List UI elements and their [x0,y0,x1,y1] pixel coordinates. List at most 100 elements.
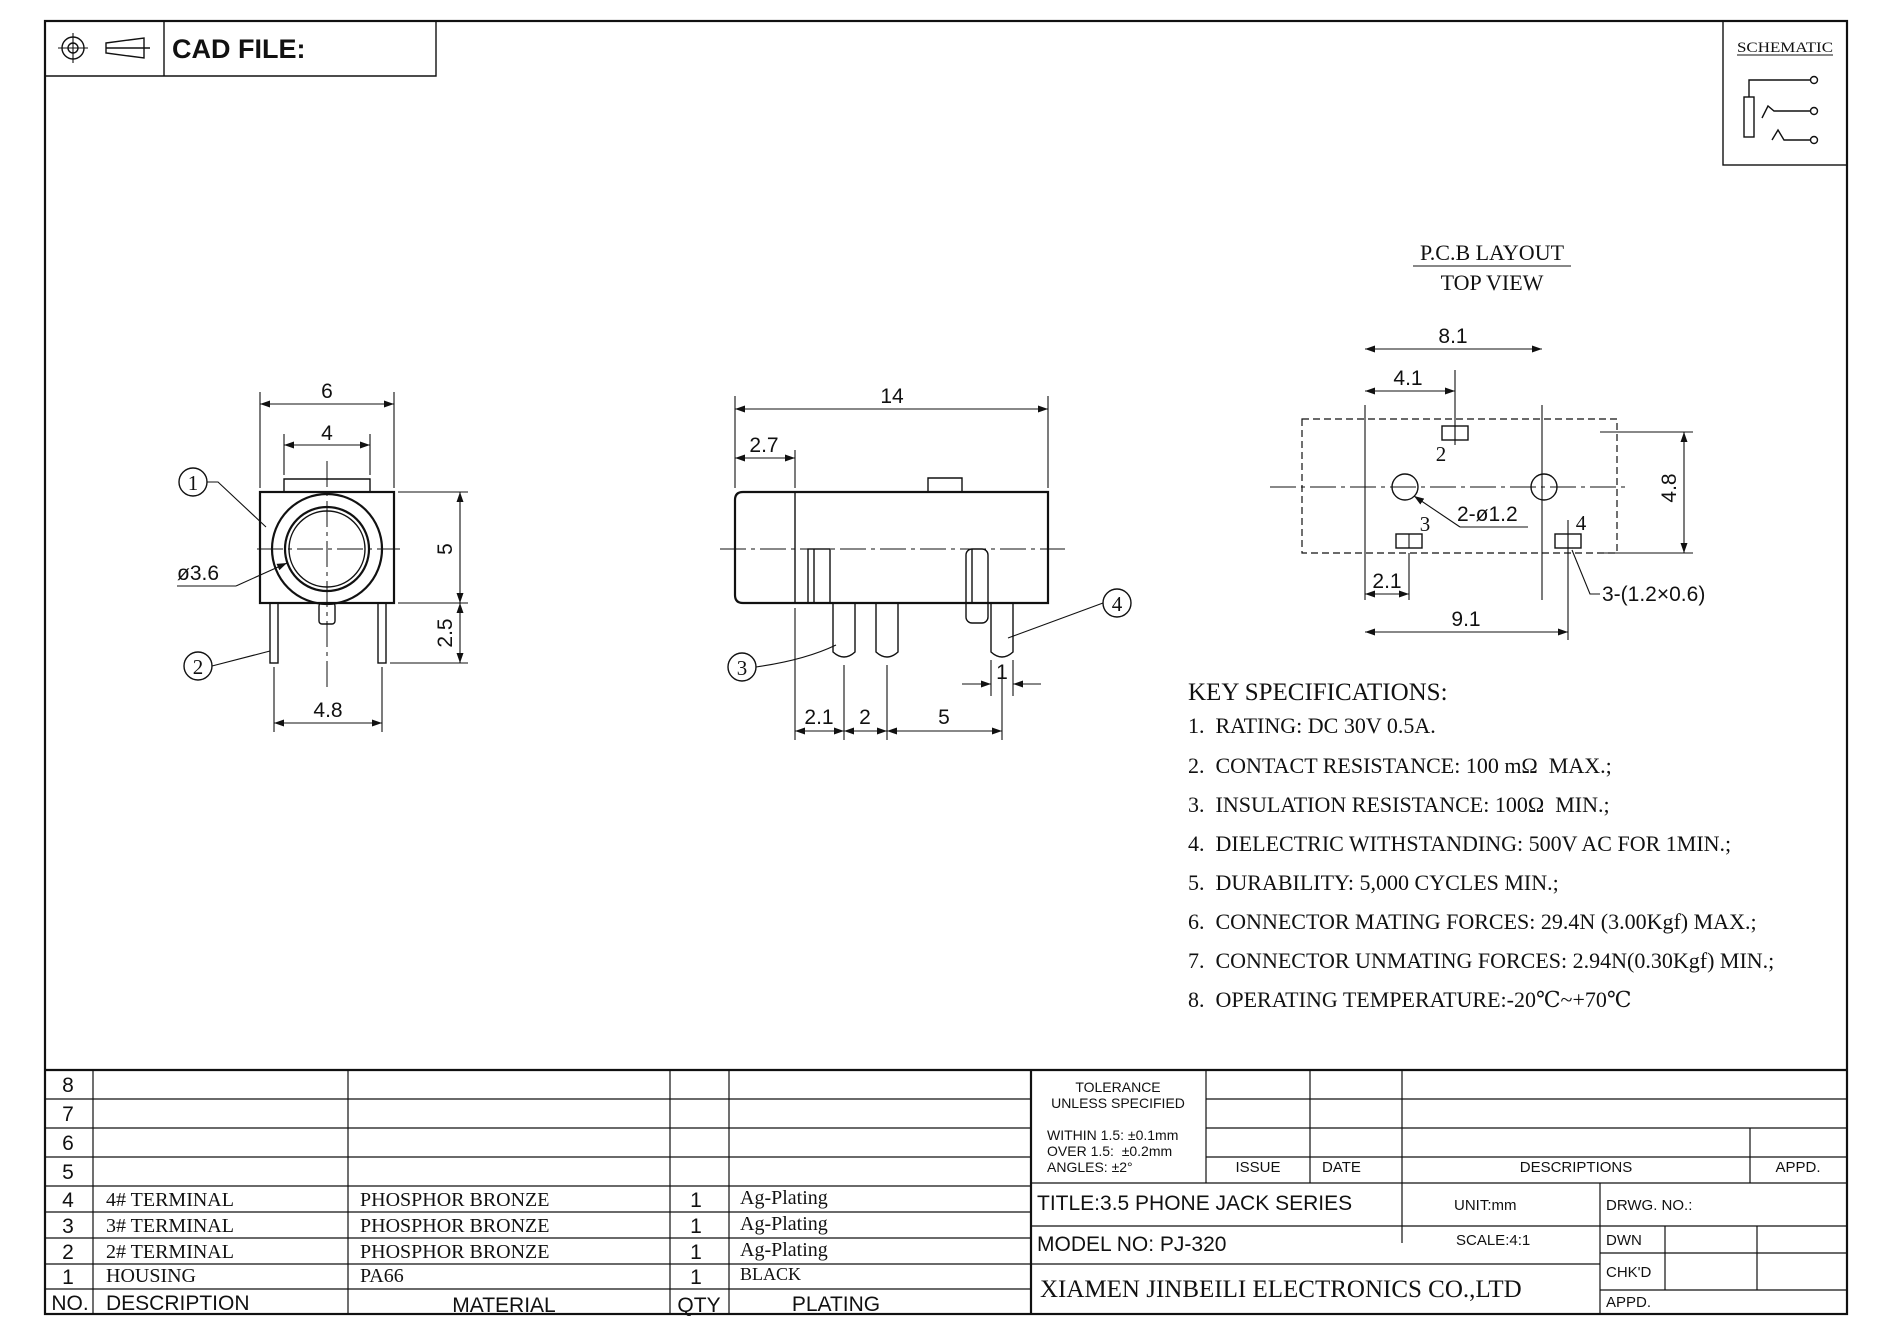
dim-side-pitch-3: 5 [938,706,950,729]
cad-file-header: CAD FILE: [45,21,437,77]
drawn-by-label: DWN [1606,1232,1642,1249]
tolerance-label: TOLERANCE [1075,1079,1160,1095]
bom-cell-no: 2 [62,1241,74,1264]
bom-cell-description: HOUSING [106,1265,196,1287]
dim-front-pin-length: 2.5 [434,618,457,647]
dim-pcb-bottom-1: 2.1 [1372,570,1401,593]
tolerance-within: WITHIN 1.5: ±0.1mm [1047,1127,1178,1143]
pcb-layout-subtitle: TOP VIEW [1441,270,1544,295]
bom-cell-material: PHOSPHOR BRONZE [360,1215,549,1237]
dim-front-hole: ø3.6 [177,562,219,585]
front-view: 6 4 5 2.5 4.8 ø3.6 1 2 [177,380,468,732]
drawing-border [43,19,1849,1316]
spec-item: 8. OPERATING TEMPERATURE:-20℃~+70℃ [1188,987,1631,1012]
dim-pcb-hole: 2-ø1.2 [1457,503,1518,526]
checked-by-label: CHK'D [1606,1264,1652,1281]
dim-side-pitch-2: 2 [859,706,871,729]
bom-cell-plating: Ag-Plating [740,1187,828,1209]
spec-item: 6. CONNECTOR MATING FORCES: 29.4N (3.00K… [1188,909,1757,934]
side-view: 14 2.7 2.1 2 5 1 3 4 [720,385,1132,740]
dim-pcb-width-1: 8.1 [1438,325,1467,348]
tolerance-angles: ANGLES: ±2° [1047,1159,1133,1175]
spec-item: 1. RATING: DC 30V 0.5A. [1188,713,1436,738]
callout-3: 3 [737,656,748,680]
dim-side-pin-width: 1 [996,661,1008,684]
spec-item: 4. DIELECTRIC WITHSTANDING: 500V AC FOR … [1188,831,1731,856]
bom-row-number: 5 [62,1161,74,1184]
title-block: TOLERANCE UNLESS SPECIFIED WITHIN 1.5: ±… [1031,1070,1847,1314]
revision-date-header: DATE [1322,1159,1361,1176]
bom-row: 4 4# TERMINAL PHOSPHOR BRONZE 1 Ag-Plati… [62,1187,828,1212]
first-angle-projection-icon [58,33,150,63]
spec-item: 7. CONNECTOR UNMATING FORCES: 2.94N(0.30… [1188,948,1774,973]
pad-label-3: 3 [1420,512,1431,536]
bom-cell-no: 1 [62,1266,74,1289]
pcb-holes [1391,473,1558,501]
key-specifications: KEY SPECIFICATIONS: 1. RATING: DC 30V 0.… [1188,679,1774,1012]
bom-row-number: 8 [62,1074,74,1097]
specs-title: KEY SPECIFICATIONS: [1188,679,1448,706]
bom-cell-material: PHOSPHOR BRONZE [360,1241,549,1263]
bom-header-qty: QTY [677,1294,720,1317]
bom-table: 8 7 6 5 4 4# TERMINAL PHOSPHOR BRONZE 1 … [45,1068,1847,1317]
schematic-box: SCHEMATIC [1722,20,1848,166]
bom-header-material: MATERIAL [452,1294,555,1317]
dim-pcb-width-2: 4.1 [1393,367,1422,390]
cad-file-label: CAD FILE: [172,34,305,64]
bom-cell-plating: Ag-Plating [740,1213,828,1235]
bom-header-row: NO. DESCRIPTION MATERIAL QTY PLATING [51,1292,880,1317]
bom-cell-no: 4 [62,1189,74,1212]
pcb-layout-title: P.C.B LAYOUT [1420,240,1565,265]
bom-header-plating: PLATING [792,1293,880,1316]
callout-2: 2 [193,655,204,679]
bom-cell-no: 3 [62,1215,74,1238]
spec-item: 2. CONTACT RESISTANCE: 100 mΩ MAX.; [1188,753,1612,778]
schematic-symbol [1743,75,1819,145]
dim-pcb-pad: 3-(1.2×0.6) [1602,583,1705,606]
schematic-label: SCHEMATIC [1737,40,1833,56]
bom-cell-description: 2# TERMINAL [106,1241,234,1263]
bom-cell-qty: 1 [690,1266,702,1289]
dim-front-height: 5 [434,543,457,555]
pcb-pads [1395,425,1582,549]
scale-label: SCALE:4:1 [1456,1232,1530,1249]
bom-cell-qty: 1 [690,1189,702,1212]
pcb-outline [1301,418,1618,554]
dim-pcb-height: 4.8 [1658,473,1681,502]
bom-cell-qty: 1 [690,1241,702,1264]
bom-cell-description: 4# TERMINAL [106,1189,234,1211]
company-name: XIAMEN JINBEILI ELECTRONICS CO.,LTD [1040,1276,1522,1303]
dim-side-offset: 2.7 [749,434,778,457]
bom-row: 1 HOUSING PA66 1 BLACK [62,1264,801,1289]
dim-pcb-bottom-2: 9.1 [1451,608,1480,631]
model-number: MODEL NO: PJ-320 [1037,1233,1226,1256]
bom-cell-description: 3# TERMINAL [106,1215,234,1237]
bom-cell-plating: BLACK [740,1264,801,1284]
drawing-title: TITLE:3.5 PHONE JACK SERIES [1037,1192,1352,1215]
spec-item: 5. DURABILITY: 5,000 CYCLES MIN.; [1188,870,1559,895]
bom-row-number: 7 [62,1103,74,1126]
tolerance-label-2: UNLESS SPECIFIED [1051,1095,1185,1111]
bom-cell-qty: 1 [690,1215,702,1238]
revision-appd-header: APPD. [1775,1159,1820,1176]
bom-row: 3 3# TERMINAL PHOSPHOR BRONZE 1 Ag-Plati… [62,1213,828,1238]
side-housing [733,490,1050,605]
pad-label-4: 4 [1576,511,1587,535]
drawing-number-label: DRWG. NO.: [1606,1197,1692,1214]
dim-front-width: 6 [321,380,333,403]
dim-side-length: 14 [880,385,904,408]
dim-front-inner: 4 [321,422,333,445]
spec-item: 3. INSULATION RESISTANCE: 100Ω MIN.; [1188,792,1610,817]
approved-by-label: APPD. [1606,1294,1651,1311]
revision-issue-header: ISSUE [1235,1159,1280,1176]
pcb-layout: P.C.B LAYOUT TOP VIEW 2 3 4 8.1 [1270,240,1705,640]
bom-cell-material: PHOSPHOR BRONZE [360,1189,549,1211]
bom-header-description: DESCRIPTION [106,1292,250,1315]
bom-cell-material: PA66 [360,1265,404,1287]
dim-front-pin-span: 4.8 [313,699,342,722]
unit-label: UNIT:mm [1454,1197,1517,1214]
dim-side-pitch-1: 2.1 [804,706,833,729]
revision-descriptions-header: DESCRIPTIONS [1520,1159,1633,1176]
bom-header-no: NO. [51,1292,88,1315]
